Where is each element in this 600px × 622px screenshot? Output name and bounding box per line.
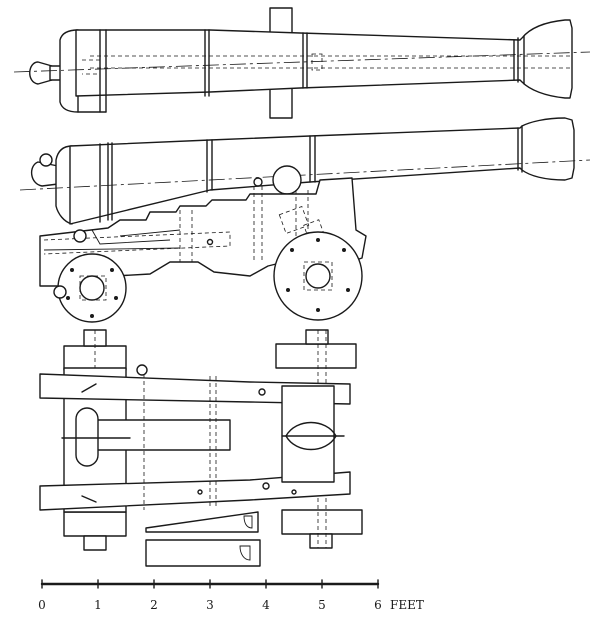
- barrel-body: [75, 19, 573, 99]
- scale-bar: 0 1 2 3 4 5 6 FEET: [38, 579, 424, 612]
- trunnion-boss: [272, 165, 302, 195]
- scale-tick-label: 1: [94, 598, 102, 612]
- cascabel: [29, 61, 53, 85]
- scale-tick-label: 3: [206, 598, 214, 612]
- rear-truck-wheel: [273, 231, 363, 321]
- scale-unit-label: FEET: [390, 598, 424, 612]
- scale-tick-label: 4: [262, 598, 270, 612]
- scale-tick-label: 6: [374, 598, 382, 612]
- left-cheek: [39, 373, 351, 405]
- front-wheel-bottom: [63, 511, 127, 537]
- right-cheek: [39, 471, 351, 511]
- rear-axletree: [281, 385, 335, 483]
- scale-tick-label: 0: [38, 598, 46, 612]
- rear-wheel-bottom: [281, 509, 363, 535]
- barrel-top-view: [13, 7, 591, 119]
- rear-wheel-top: [275, 343, 357, 369]
- carriage-plan-view: [39, 329, 363, 567]
- scale-tick-label: 2: [150, 598, 158, 612]
- front-truck-wheel: [57, 253, 127, 323]
- quoin-block: [145, 539, 261, 567]
- quoin-wedge: [145, 511, 259, 533]
- carriage-side-view: [19, 117, 591, 323]
- transom: [79, 419, 231, 451]
- scale-tick-label: 5: [318, 598, 326, 612]
